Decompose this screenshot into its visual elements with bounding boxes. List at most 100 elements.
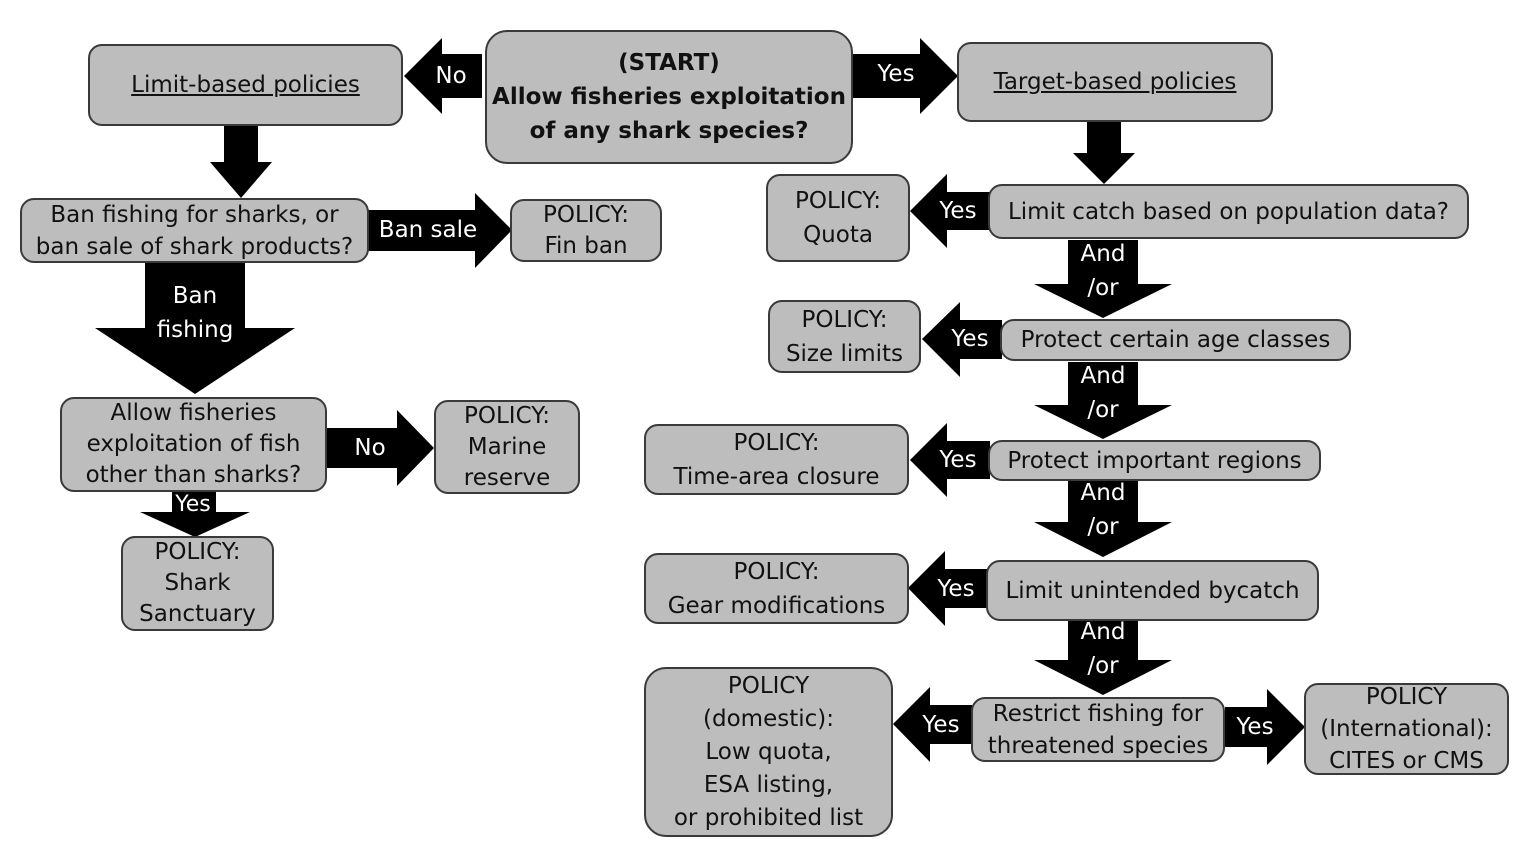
arrow-bycatch-to-gear — [908, 551, 988, 626]
restrict-threatened-box: Restrict fishing for threatened species — [971, 697, 1225, 762]
target-based-policies-label: Target-based policies — [993, 69, 1237, 95]
label-andor-1-line-2: /or — [1087, 275, 1119, 301]
start-box: (START) Allow fisheries exploitation of … — [485, 30, 853, 164]
limit-catch-box: Limit catch based on population data? — [988, 184, 1469, 239]
international-policy-box: POLICY (International): CITES or CMS — [1304, 683, 1509, 775]
label-andor-4: And /or — [1068, 615, 1138, 683]
shark-sanctuary-line-2: Shark — [164, 570, 231, 596]
international-line-1: POLICY — [1365, 684, 1448, 710]
allow-other-fish-box: Allow fisheries exploitation of fish oth… — [60, 397, 327, 492]
arrow-andor-1 — [1034, 240, 1172, 318]
quota-line-2: Quota — [803, 222, 873, 248]
marine-reserve-line-1: POLICY: — [464, 402, 550, 429]
allow-other-line-1: Allow fisheries — [110, 400, 277, 426]
label-ban-fishing-line-2: fishing — [156, 317, 234, 343]
label-andor-2: And /or — [1068, 359, 1138, 427]
label-andor-3: And /or — [1068, 476, 1138, 544]
domestic-line-3: Low quota, — [705, 738, 832, 765]
label-ban-sale: Ban sale — [378, 217, 478, 243]
domestic-line-4: ESA listing, — [703, 771, 834, 798]
label-ban-fishing-line-1: Ban — [172, 283, 218, 309]
important-regions-label: Protect important regions — [1007, 447, 1302, 474]
ban-question-line-1: Ban fishing for sharks, or — [50, 201, 339, 228]
quota-line-1: POLICY: — [795, 188, 881, 214]
restrict-line-1: Restrict fishing for — [992, 700, 1204, 727]
ban-question-line-2: ban sale of shark products? — [35, 233, 354, 260]
arrow-ban-to-allow — [95, 263, 295, 394]
age-classes-box: Protect certain age classes — [1000, 319, 1351, 361]
label-yes-gear: Yes — [937, 576, 975, 602]
label-yes-quota: Yes — [939, 198, 977, 224]
start-line-1: (START) — [618, 50, 720, 76]
size-limits-line-2: Size limits — [785, 340, 904, 367]
international-line-2: (International): — [1320, 716, 1493, 742]
domestic-line-2: (domestic): — [703, 705, 834, 732]
arrow-catch-to-quota — [910, 174, 990, 248]
restrict-line-2: threatened species — [987, 732, 1209, 759]
allow-other-line-3: other than sharks? — [85, 462, 302, 488]
domestic-policy-box: POLICY (domestic): Low quota, ESA listin… — [644, 667, 893, 837]
start-line-3: of any shark species? — [529, 118, 809, 144]
gear-line-2: Gear modifications — [667, 592, 886, 619]
domestic-line-5: or prohibited list — [673, 804, 864, 831]
arrow-start-to-limit — [404, 38, 482, 114]
target-based-policies-box: Target-based policies — [957, 42, 1273, 122]
label-yes-timearea: Yes — [939, 447, 977, 473]
unintended-bycatch-label: Limit unintended bycatch — [1005, 577, 1300, 604]
limit-catch-label: Limit catch based on population data? — [1007, 198, 1450, 225]
shark-sanctuary-line-3: Sanctuary — [139, 601, 256, 627]
time-area-line-1: POLICY: — [733, 429, 820, 456]
arrow-start-to-target — [853, 38, 958, 114]
fin-ban-line-2: Fin ban — [544, 232, 628, 259]
label-andor-2-line-1: And — [1080, 363, 1126, 389]
label-yes-allow: Yes — [175, 492, 211, 517]
start-line-2: Allow fisheries exploitation — [492, 84, 846, 110]
marine-reserve-line-2: Marine — [467, 433, 547, 460]
label-andor-2-line-2: /or — [1087, 397, 1119, 423]
arrow-andor-3 — [1034, 480, 1172, 557]
unintended-bycatch-box: Limit unintended bycatch — [986, 560, 1319, 621]
size-limits-policy-box: POLICY: Size limits — [768, 300, 921, 373]
ban-question-box: Ban fishing for sharks, or ban sale of s… — [20, 198, 369, 263]
label-andor-4-line-2: /or — [1087, 653, 1119, 679]
arrow-target-to-catch — [1073, 122, 1135, 184]
size-limits-line-1: POLICY: — [801, 306, 888, 333]
gear-line-1: POLICY: — [733, 558, 820, 585]
shark-sanctuary-line-1: POLICY: — [154, 539, 241, 565]
label-andor-1: And /or — [1068, 237, 1138, 305]
label-no-allow: No — [354, 435, 386, 461]
label-andor-4-line-1: And — [1080, 619, 1126, 645]
label-ban-fishing: Ban fishing — [145, 279, 245, 347]
arrow-ban-to-finban — [368, 193, 512, 268]
domestic-line-1: POLICY — [727, 672, 810, 699]
time-area-closure-policy-box: POLICY: Time-area closure — [644, 424, 909, 495]
label-yes-size: Yes — [951, 326, 989, 352]
label-no-start: No — [435, 63, 467, 89]
limit-based-policies-label: Limit-based policies — [131, 72, 360, 98]
label-andor-1-line-1: And — [1080, 241, 1126, 267]
arrow-andor-2 — [1034, 362, 1172, 439]
label-andor-3-line-2: /or — [1087, 514, 1119, 540]
arrow-age-to-size — [922, 302, 1002, 377]
arrow-limit-to-ban — [210, 126, 272, 198]
important-regions-box: Protect important regions — [988, 440, 1321, 481]
arrow-restrict-to-domestic — [893, 687, 972, 762]
age-classes-label: Protect certain age classes — [1020, 327, 1331, 353]
international-line-3: CITES or CMS — [1329, 748, 1484, 774]
quota-policy-box: POLICY: Quota — [766, 174, 910, 262]
gear-modifications-policy-box: POLICY: Gear modifications — [644, 553, 909, 624]
time-area-line-2: Time-area closure — [673, 463, 880, 490]
arrow-andor-4 — [1034, 620, 1172, 695]
limit-based-policies-box: Limit-based policies — [88, 44, 403, 126]
arrow-allow-to-sanctuary — [140, 492, 250, 537]
arrow-regions-to-timearea — [910, 423, 990, 497]
fin-ban-line-1: POLICY: — [543, 201, 629, 228]
marine-reserve-policy-box: POLICY: Marine reserve — [434, 400, 580, 494]
arrow-allow-to-reserve — [327, 410, 434, 486]
shark-sanctuary-policy-box: POLICY: Shark Sanctuary — [121, 536, 274, 631]
arrow-restrict-to-international — [1225, 689, 1305, 765]
label-yes-international: Yes — [1236, 714, 1274, 740]
fin-ban-policy-box: POLICY: Fin ban — [510, 199, 662, 262]
allow-other-line-2: exploitation of fish — [86, 431, 301, 457]
